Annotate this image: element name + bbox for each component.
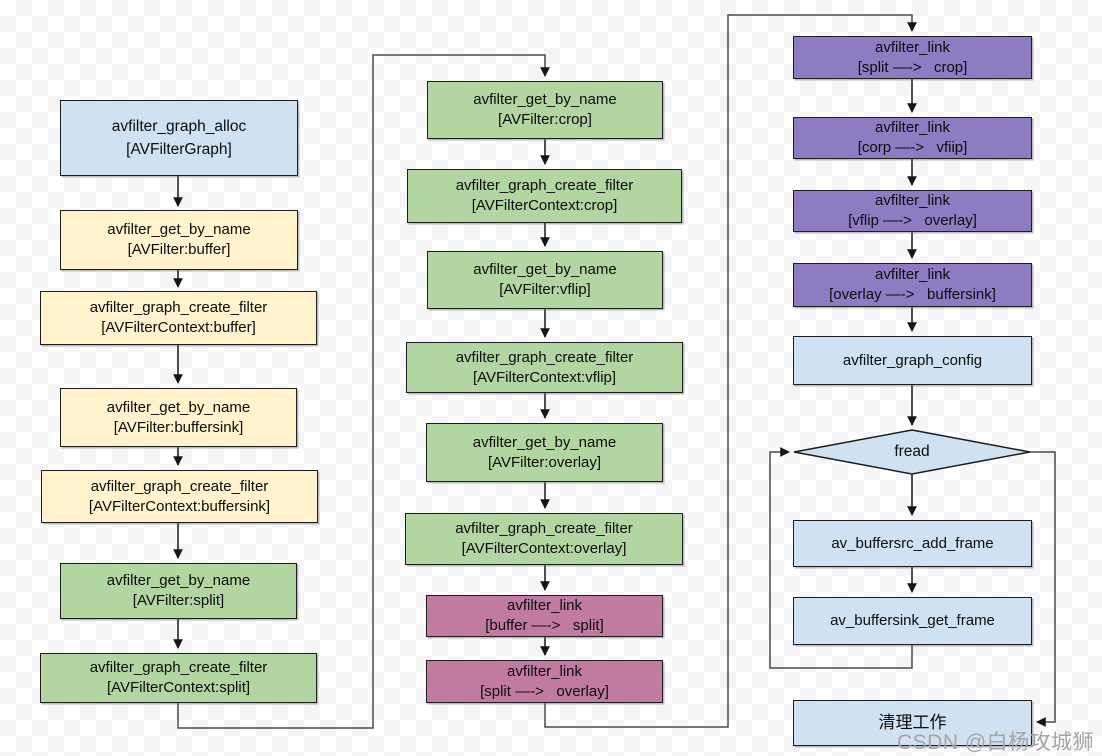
node-link-overlay-buffersink: avfilter_link [overlay —-> buffersink] [793,263,1032,307]
node-get-by-name-split: avfilter_get_by_name [AVFilter:split] [60,563,297,619]
node-label: av_buffersink_get_frame [830,612,995,630]
node-av-buffersink-get-frame: av_buffersink_get_frame [793,597,1032,645]
node-sublabel: [AVFilter:vflip] [499,281,591,298]
wire-loop-back-to-fread [769,447,913,669]
node-link-vflip-overlay: avfilter_link [vflip —-> overlay] [793,190,1032,232]
node-label: avfilter_graph_create_filter [90,477,269,495]
fread-decision-diamond [793,429,1031,475]
node-sublabel: [split —-> crop] [857,58,968,76]
node-sublabel: [overlay —-> buffersink] [829,286,996,303]
node-get-by-name-buffersink: avfilter_get_by_name [AVFilter:buffersin… [60,388,297,447]
node-label: avfilter_get_by_name [106,398,251,416]
node-get-by-name-crop: avfilter_get_by_name [AVFilter:crop] [427,81,663,139]
node-label: avfilter_graph_create_filter [89,299,268,317]
node-create-filter-crop: avfilter_graph_create_filter [AVFilterCo… [407,169,682,223]
node-avfilter-graph-config: avfilter_graph_config [793,336,1032,385]
column-arrows [173,79,917,656]
node-create-filter-overlay: avfilter_graph_create_filter [AVFilterCo… [405,513,683,565]
node-sublabel: [corp —-> vfiip] [857,139,968,156]
node-label: avfilter_graph_alloc [111,117,247,135]
node-label: avfilter_get_by_name [106,572,251,590]
node-avfilter-graph-alloc: avfilter_graph_alloc [AVFilterGraph] [60,100,298,176]
node-label: avfilter_link [874,38,951,56]
csdn-watermark: CSDN @白杨攻城狮 [897,731,1095,754]
node-label: avfilter_graph_create_filter [89,659,268,677]
node-label: avfilter_link [874,192,951,210]
node-link-split-overlay: avfilter_link [split —-> overlay] [426,660,663,703]
node-create-filter-vflip: avfilter_graph_create_filter [AVFilterCo… [406,342,683,393]
node-label: avfilter_graph_create_filter [455,520,633,538]
node-sublabel: [buffer —-> split] [485,617,604,634]
node-label: avfilter_graph_create_filter [455,177,634,195]
wire-fread-to-cleanup [1030,451,1056,727]
node-sublabel: [AVFilterContext:split] [106,679,251,696]
node-sublabel: [AVFilter:buffer] [127,241,231,258]
node-sublabel: [AVFilter:split] [132,592,225,609]
node-sublabel: [AVFilter:crop] [498,111,592,128]
node-label: avfilter_get_by_name [473,261,617,279]
node-get-by-name-vflip: avfilter_get_by_name [AVFilter:vflip] [427,251,663,309]
node-label: avfilter_link [874,266,951,284]
node-link-buffer-split: avfilter_link [buffer —-> split] [426,595,663,637]
node-label: 清理工作 [878,712,947,732]
node-sublabel: [AVFilterContext:vflip] [472,368,617,386]
node-create-filter-buffersink: avfilter_graph_create_filter [AVFilterCo… [41,470,318,523]
routing-wires [177,14,1056,729]
node-fread-decision-label: fread [794,430,1030,474]
node-sublabel: [AVFilterContext:crop] [471,197,618,214]
node-sublabel: [AVFilterContext:overlay] [461,540,627,557]
node-link-split-crop: avfilter_link [split —-> crop] [793,36,1032,79]
node-label: av_buffersrc_add_frame [831,534,994,552]
node-sublabel: [AVFilterContext:buffer] [101,319,256,336]
node-sublabel: [AVFilter:overlay] [487,453,602,471]
node-label: avfilter_link [874,119,951,137]
node-create-filter-buffer: avfilter_graph_create_filter [AVFilterCo… [40,291,317,345]
node-label: avfilter_graph_create_filter [455,348,634,366]
node-sublabel: [AVFilterGraph] [126,141,232,158]
node-label: avfilter_get_by_name [473,91,617,109]
wire-middlecolumn-to-rightcolumn [544,14,917,728]
node-label: avfilter_link [506,662,583,680]
node-av-buffersrc-add-frame: av_buffersrc_add_frame [793,520,1032,567]
node-link-crop-vflip: avfilter_link [corp —-> vfiip] [793,117,1032,159]
node-create-filter-split: avfilter_graph_create_filter [AVFilterCo… [40,653,317,703]
node-label: avfilter_get_by_name [472,433,617,451]
node-get-by-name-buffer: avfilter_get_by_name [AVFilter:buffer] [60,210,298,270]
node-sublabel: [AVFilter:buffersink] [113,418,244,436]
node-cleanup-work: 清理工作 [793,700,1032,746]
node-label: avfilter_link [506,597,583,615]
node-sublabel: [AVFilterContext:buffersink] [88,497,271,515]
node-get-by-name-overlay: avfilter_get_by_name [AVFilter:overlay] [426,423,663,482]
node-sublabel: [vflip —-> overlay] [848,212,977,229]
node-label: avfilter_graph_config [842,351,983,369]
node-label: fread [894,443,930,460]
wire-leftcolumn-to-middlecolumn [177,54,550,729]
node-sublabel: [split —-> overlay] [480,682,609,700]
node-label: avfilter_get_by_name [107,221,251,239]
